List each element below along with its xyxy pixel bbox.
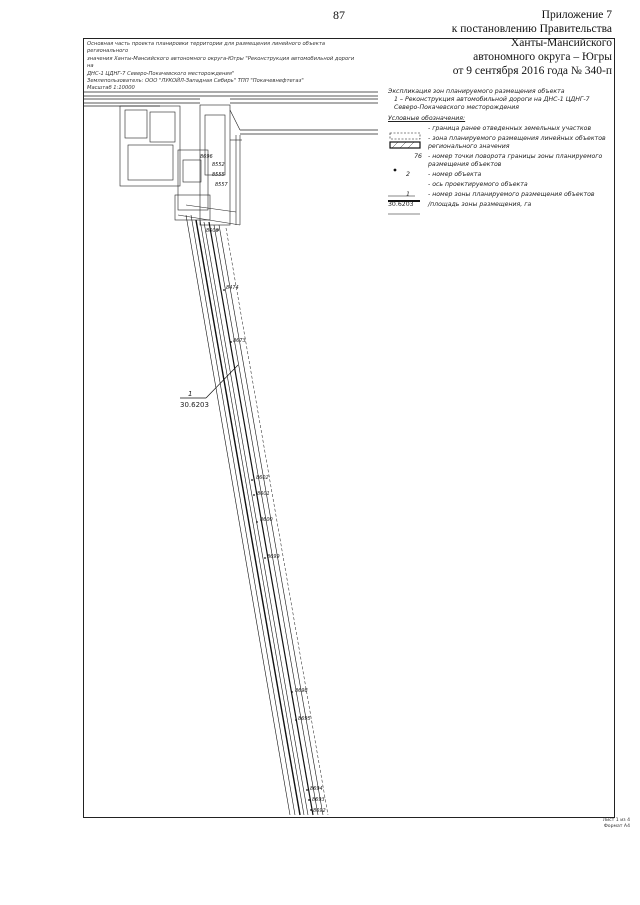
legend-object: 1 – Реконструкция автомобильной дороги н… bbox=[394, 96, 590, 111]
header-line: Основная часть проекта планировки террит… bbox=[87, 41, 326, 55]
point-label: 8555 bbox=[212, 172, 225, 178]
appendix-line: Ханты-Мансийского bbox=[510, 37, 612, 49]
point-label: 8694 bbox=[310, 786, 323, 792]
point-label: 8600 bbox=[260, 517, 273, 523]
point-label: 8606 bbox=[206, 228, 219, 234]
point-label: 8557 bbox=[215, 182, 228, 188]
legend-dot-label: 76 bbox=[414, 153, 422, 160]
appendix-block: Приложение 7 к постановлению Правительст… bbox=[372, 8, 612, 78]
legend-item: - граница ранее отведенных земельных уча… bbox=[428, 125, 592, 132]
point-label: 8696 bbox=[200, 154, 213, 160]
legend-item: 1- номер зоны планируемого размещения об… bbox=[388, 191, 613, 199]
header-line: значения Ханты-Мансийского автономного о… bbox=[87, 55, 355, 70]
header-line: Масштаб 1:10000 bbox=[87, 85, 135, 92]
appendix-line: к постановлению Правительства bbox=[451, 23, 612, 35]
legend-conventions-title: Условные обозначения: bbox=[388, 115, 466, 122]
point-label: 8474 bbox=[226, 285, 239, 291]
road-band-top bbox=[84, 91, 378, 135]
map-header: Основная часть проекта планировки террит… bbox=[87, 41, 357, 93]
legend-item: - ось проектируемого объекта bbox=[428, 181, 528, 188]
zone-callout-area: 30.6203 bbox=[180, 401, 209, 409]
legend-num-label: 2 bbox=[406, 171, 410, 178]
point-label: 8552 bbox=[212, 162, 225, 168]
appendix-line: от 9 сентября 2016 года № 340-п bbox=[452, 65, 612, 77]
point-label: 8693 bbox=[312, 797, 325, 803]
page-number: 87 bbox=[333, 8, 345, 22]
point-label: 8601 bbox=[257, 491, 270, 497]
point-label: 8602 bbox=[256, 475, 269, 481]
appendix-line: Приложение 7 bbox=[541, 9, 612, 21]
point-label: 8699 bbox=[267, 554, 280, 560]
appendix-line: автономного округа – Югры bbox=[473, 51, 612, 63]
road-corridor bbox=[185, 214, 329, 816]
legend-item: 76- номер точки поворота границы зоны пл… bbox=[388, 153, 613, 169]
footer-line: Лист 1 из 4 bbox=[602, 818, 630, 823]
point-label: 8692 bbox=[313, 808, 326, 814]
zone-callout-number: 1 bbox=[188, 390, 193, 398]
zone-callout-leader bbox=[180, 364, 239, 399]
legend-item: 30.6203/площадь зоны размещения, га bbox=[388, 201, 532, 208]
point-label: 8673 bbox=[233, 338, 246, 344]
legend: Экспликация зон планируемого размещения … bbox=[388, 88, 613, 209]
site-complex bbox=[119, 104, 242, 226]
legend-zone-num: 1 bbox=[406, 191, 410, 198]
map-sheet-frame bbox=[83, 38, 615, 818]
point-label: 8698 bbox=[295, 688, 308, 694]
point-markers bbox=[217, 229, 312, 811]
sheet-footer: Лист 1 из 4 Формат А4 bbox=[603, 818, 630, 830]
header-line: ДНС-1 ЦДНГ-7 Северо-Покачевского месторо… bbox=[87, 70, 235, 77]
legend-item: - зона планируемого размещения линейных … bbox=[428, 135, 606, 150]
legend-title: Экспликация зон планируемого размещения … bbox=[388, 88, 565, 95]
legend-zone-area: 30.6203 bbox=[388, 201, 414, 208]
point-label: 8695 bbox=[298, 716, 311, 722]
legend-item: 2- номер объекта bbox=[388, 171, 613, 179]
legend-symbols bbox=[388, 132, 421, 215]
footer-line: Формат А4 bbox=[603, 824, 630, 829]
header-line: Землепользователь: ООО "ЛУКОЙЛ-Западная … bbox=[87, 78, 304, 85]
